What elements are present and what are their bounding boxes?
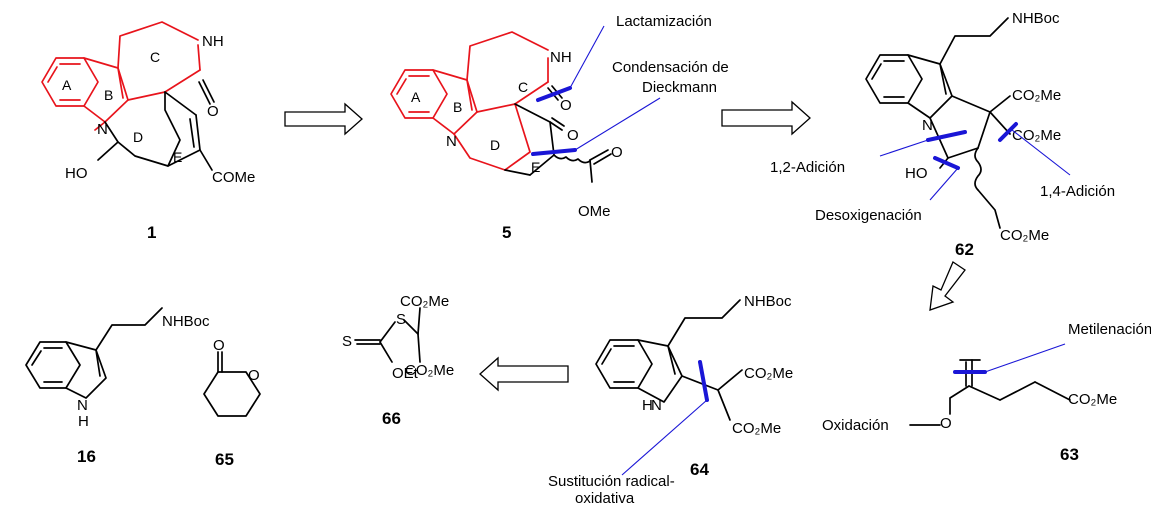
compound-1-come: COMe	[212, 169, 255, 186]
compound-1-ring-e: E	[173, 149, 182, 165]
compound-1-n: N	[97, 121, 108, 138]
compound-5-ring-d: D	[490, 137, 500, 153]
compound-66-co2me-2: CO₂Me	[405, 362, 454, 379]
cut-14-addition	[998, 122, 1018, 142]
compound-16-structure	[25, 307, 163, 399]
label-dieckmann-1: Condensación de	[612, 59, 729, 76]
compound-66-co2me-1: CO₂Me	[400, 293, 449, 310]
leader-12-addition	[879, 139, 929, 157]
label-12-adicion: 1,2-Adición	[770, 159, 845, 176]
compound-1-ring-c: C	[150, 49, 160, 65]
label-desoxigenacion: Desoxigenación	[815, 207, 922, 224]
label-metilenacion: Metilenación	[1068, 321, 1151, 338]
compound-66-s-thio: S	[396, 311, 406, 328]
compound-64-h: H	[642, 397, 653, 414]
compound-64-structure	[595, 299, 743, 421]
compound-1-ring-d: D	[133, 129, 143, 145]
label-sustitucion-1: Sustitución radical-	[548, 473, 675, 490]
compound-16-n: N	[77, 397, 88, 414]
compound-16-label: 16	[77, 447, 96, 466]
leader-metilenacion	[984, 343, 1066, 373]
compound-65-label: 65	[215, 450, 234, 469]
compound-62-structure	[865, 17, 1011, 229]
compound-63-structure	[949, 359, 1071, 415]
compound-65-structure	[203, 351, 261, 417]
compound-65-o-ring: O	[248, 367, 260, 384]
leader-lactamizacion	[569, 25, 605, 89]
cut-radical-substitution	[698, 360, 709, 402]
compound-5-ring-b: B	[453, 99, 462, 115]
retro-arrow-2	[721, 100, 811, 136]
compound-1-nh: NH	[202, 33, 224, 50]
compound-66-label: 66	[382, 409, 401, 428]
cut-dieckmann	[531, 148, 577, 156]
compound-62-ho: HO	[905, 165, 928, 182]
compound-5-nh: NH	[550, 49, 572, 66]
compound-5-o-ketone: O	[567, 127, 579, 144]
compound-16-h: H	[78, 413, 89, 430]
compound-64-co2me-2: CO₂Me	[732, 420, 781, 437]
compound-63-o: O	[940, 415, 952, 432]
compound-63-label: 63	[1060, 445, 1079, 464]
compound-5-label: 5	[502, 223, 511, 242]
compound-64-label: 64	[690, 460, 709, 479]
retro-arrow-4	[479, 356, 569, 392]
compound-63-co2me: CO₂Me	[1068, 391, 1117, 408]
compound-62-label: 62	[955, 240, 974, 259]
compound-66-s-thione: S	[342, 333, 352, 350]
compound-64-nhboc: NHBoc	[744, 293, 792, 310]
compound-62-nhboc: NHBoc	[1012, 10, 1060, 27]
compound-62-co2me-1: CO₂Me	[1012, 87, 1061, 104]
compound-5-o-ester: O	[611, 144, 623, 161]
compound-16-nhboc: NHBoc	[162, 313, 210, 330]
compound-5-ring-e: E	[531, 159, 540, 175]
compound-1-structure	[41, 21, 215, 171]
label-sustitucion-2: oxidativa	[575, 490, 635, 506]
compound-1-o: O	[207, 103, 219, 120]
label-oxidacion: Oxidación	[822, 417, 889, 434]
label-lactamizacion: Lactamización	[616, 13, 712, 30]
compound-65-o-carbonyl: O	[213, 337, 225, 354]
compound-62-co2me-3: CO₂Me	[1000, 227, 1049, 244]
cut-desoxygenation	[933, 156, 960, 170]
leader-14-addition	[1011, 129, 1071, 176]
leader-desoxygenation	[929, 167, 959, 201]
compound-5-ring-a: A	[411, 89, 421, 105]
compound-66-oet: OEt	[392, 365, 419, 382]
leader-dieckmann	[574, 97, 661, 151]
compound-5-structure	[390, 31, 612, 183]
label-dieckmann-2: Dieckmann	[642, 79, 717, 96]
compound-5-ring-c: C	[518, 79, 528, 95]
compound-1-ring-b: B	[104, 87, 113, 103]
compound-5-o-lactam: O	[560, 97, 572, 114]
leader-sustitucion	[621, 399, 708, 476]
cut-12-addition	[926, 130, 967, 142]
compound-64-co2me-1: CO₂Me	[744, 365, 793, 382]
compound-1-label: 1	[147, 223, 156, 242]
compound-64-n: N	[651, 397, 662, 414]
retro-arrow-3	[929, 261, 966, 311]
compound-5-n: N	[446, 133, 457, 150]
retro-arrow-1	[284, 102, 363, 136]
compound-1-ring-a: A	[62, 77, 72, 93]
compound-1-ho: HO	[65, 165, 88, 182]
cut-lactam	[536, 86, 572, 102]
label-14-adicion: 1,4-Adición	[1040, 183, 1115, 200]
compound-5-ome: OMe	[578, 203, 611, 220]
compound-66-structure	[354, 307, 421, 363]
compound-62-n: N	[922, 117, 933, 134]
